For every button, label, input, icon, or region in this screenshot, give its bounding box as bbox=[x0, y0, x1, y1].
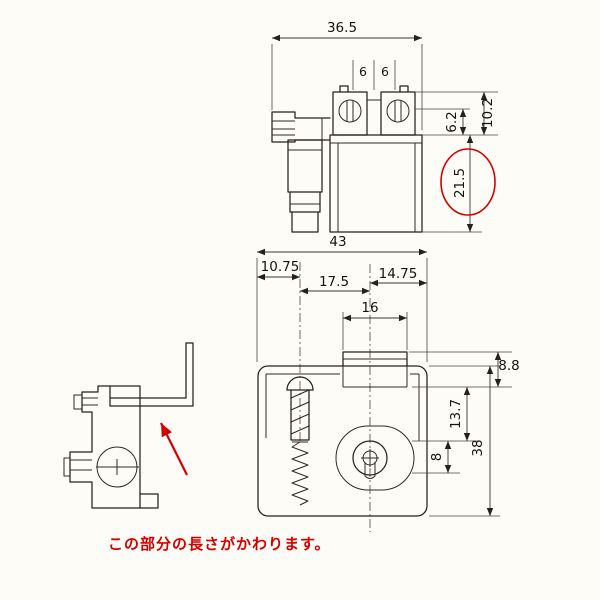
centerlines bbox=[299, 262, 371, 532]
dim-depth-13-7-label: 13.7 bbox=[448, 399, 464, 429]
front-view bbox=[271, 85, 423, 233]
right-screw-icon bbox=[386, 99, 410, 123]
dim-slot-8-label: 8 bbox=[429, 453, 445, 462]
dim-top-width-label: 36.5 bbox=[327, 20, 357, 36]
side-view bbox=[63, 342, 194, 509]
dim-tab-width-label: 16 bbox=[361, 300, 378, 316]
post-nubs bbox=[339, 85, 409, 93]
cylinder bbox=[287, 139, 323, 233]
dim-depth-38-label: 38 bbox=[470, 439, 486, 456]
main-body-lines bbox=[330, 142, 422, 232]
bolt-shaft bbox=[290, 389, 310, 441]
right-post bbox=[380, 91, 416, 136]
dim-pitch-center-label: 17.5 bbox=[319, 274, 349, 290]
dim-height-6-2-label: 6.2 bbox=[444, 111, 460, 132]
bolt-hatching bbox=[290, 389, 310, 435]
dim-gap-left-label: 6 bbox=[359, 64, 367, 79]
housing-outline bbox=[257, 365, 428, 517]
housing-inner-walls bbox=[265, 373, 420, 441]
dim-base-width-label: 43 bbox=[329, 234, 346, 250]
side-body-profile bbox=[69, 385, 159, 509]
change-note: この部分の長さがかわります。 bbox=[108, 535, 331, 553]
main-body bbox=[329, 134, 423, 233]
left-bracket-ridges bbox=[272, 118, 323, 140]
screw-slots bbox=[346, 101, 402, 121]
dim-gap-right-label: 6 bbox=[381, 64, 389, 79]
dim-offset-left-label: 10.75 bbox=[261, 259, 300, 275]
dim-offset-right-label: 14.75 bbox=[379, 266, 418, 282]
highlight-circle bbox=[440, 148, 496, 216]
dimensions-plan: 8.8 13.7 8 38 bbox=[409, 351, 520, 517]
left-bracket bbox=[271, 111, 331, 143]
keyhole-outer bbox=[352, 440, 388, 476]
left-post bbox=[332, 91, 368, 136]
left-screw-icon bbox=[338, 99, 362, 123]
dimensions-top: 36.5 6 6 10.2 6.2 21.5 bbox=[271, 20, 498, 233]
dim-height-10-2-label: 10.2 bbox=[480, 98, 496, 128]
dim-height-21-5-label: 21.5 bbox=[452, 168, 468, 198]
cylinder-bands bbox=[288, 149, 322, 205]
connector-teeth bbox=[63, 394, 98, 477]
variable-bracket bbox=[109, 342, 194, 407]
side-boss-cross bbox=[96, 459, 139, 475]
spring bbox=[291, 441, 309, 506]
dimensions-middle: 43 10.75 17.5 14.75 16 bbox=[256, 234, 428, 532]
dim-depth-8-8-label: 8.8 bbox=[498, 358, 519, 374]
keyhole-capsule bbox=[335, 425, 415, 491]
tab-base bbox=[342, 358, 408, 388]
callout-arrow bbox=[160, 422, 188, 476]
plan-view bbox=[257, 351, 428, 517]
keyhole-slot bbox=[361, 449, 379, 479]
